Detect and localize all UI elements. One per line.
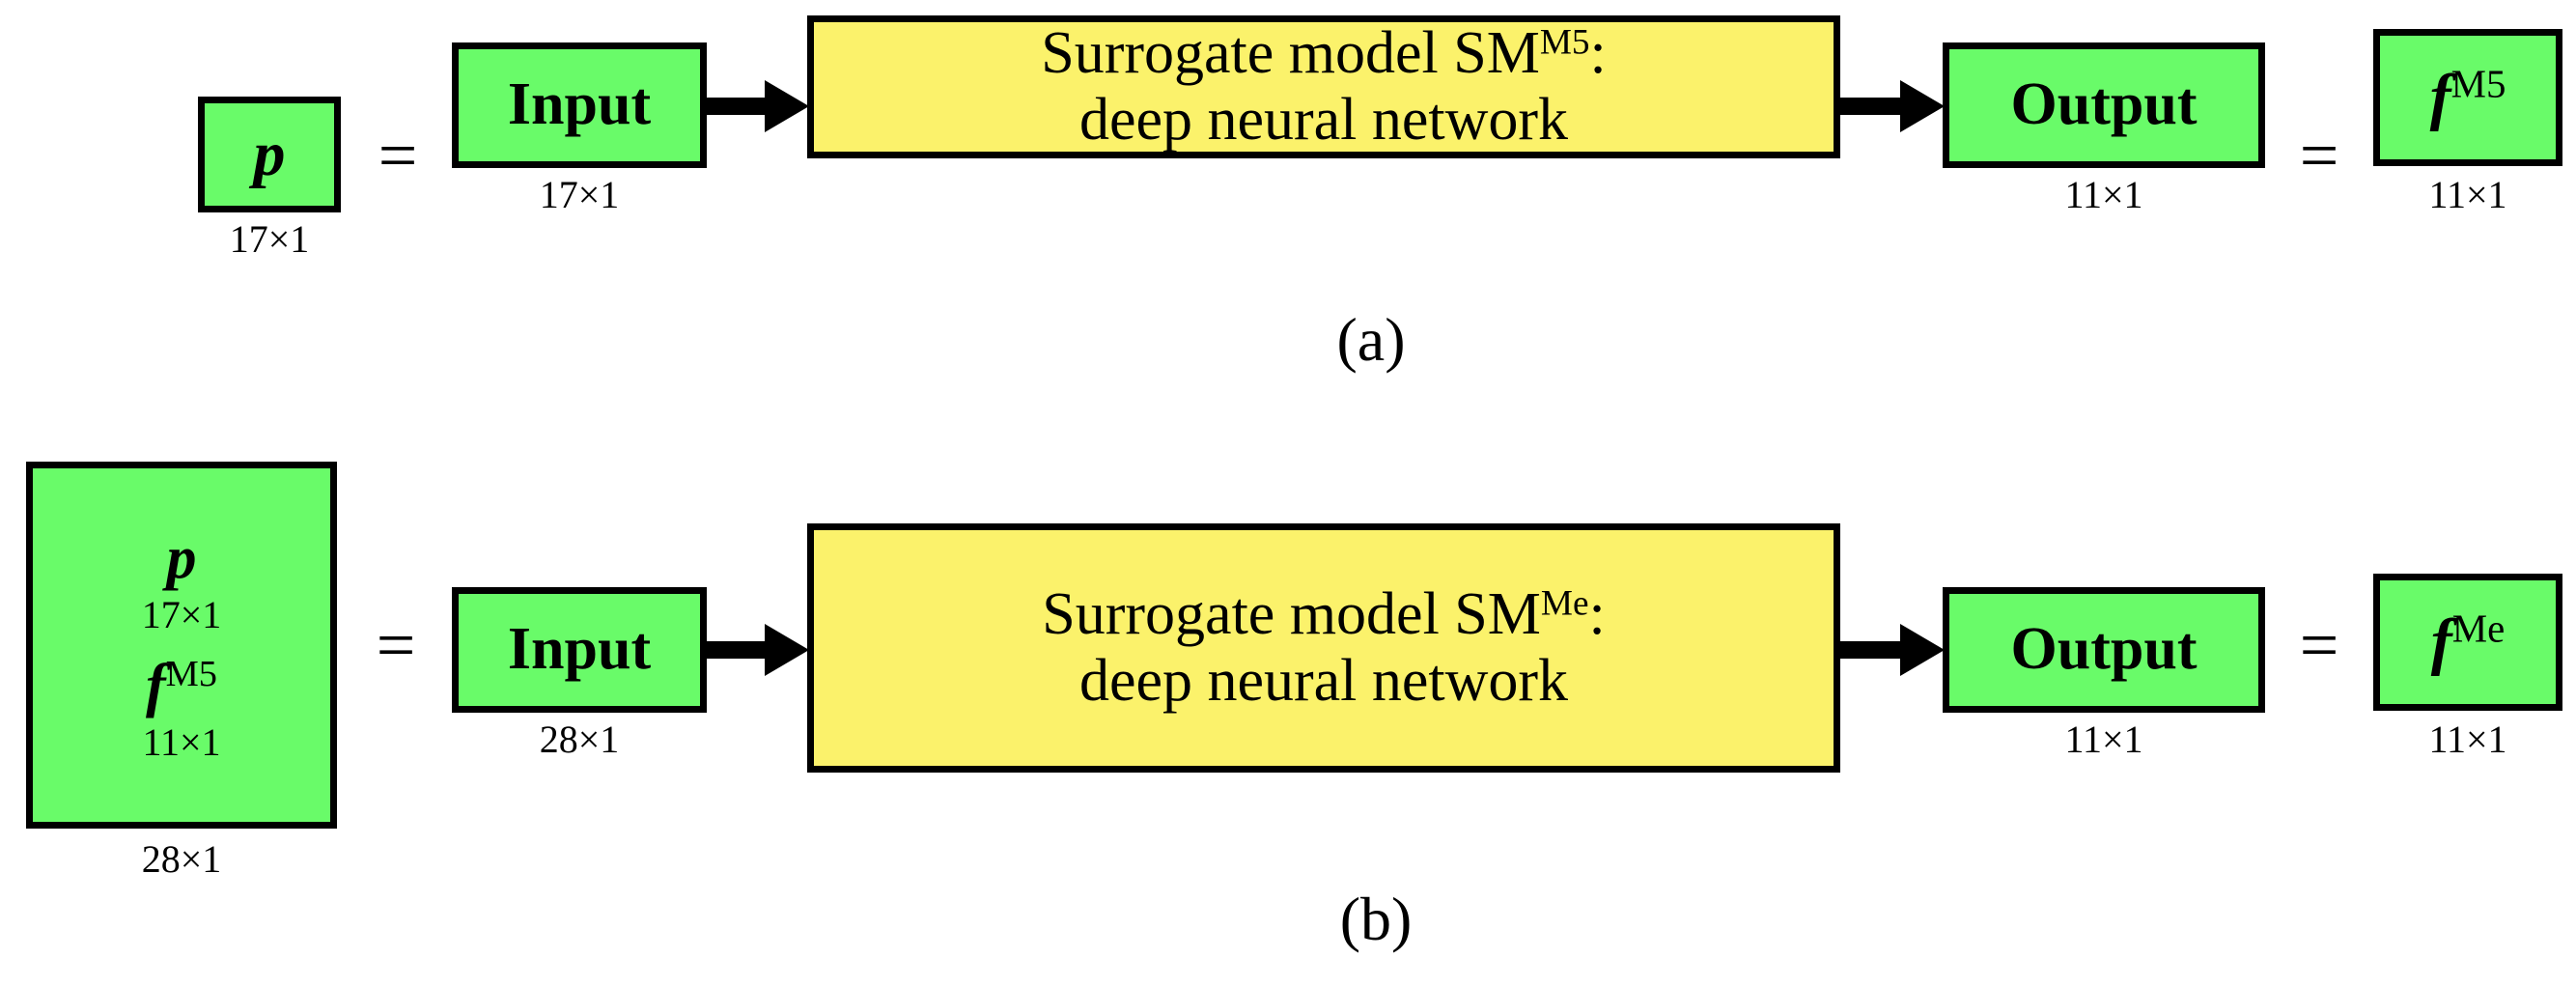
panel-a-output-label: Output: [2010, 71, 2198, 138]
panel-b-model-line1-suffix: :: [1588, 580, 1606, 647]
panel-b-result-symbol-sup: Me: [2451, 606, 2506, 651]
panel-b-input-dim: 28×1: [539, 718, 620, 761]
panel-b-model-line2: deep neural network: [1078, 648, 1569, 714]
panel-a-result-dim: 11×1: [2428, 173, 2507, 216]
panel-b-input-label: Input: [507, 616, 652, 683]
panel-b-source-row1-symbol: fM5: [146, 656, 217, 716]
panel-a-result-box: fM5: [2373, 29, 2562, 166]
panel-a-input-box: Input: [452, 42, 707, 168]
panel-b-source-row0-symbol: p: [167, 528, 197, 588]
panel-a-source-box: p: [198, 97, 341, 212]
panel-b-model-line1-prefix: Surrogate model SM: [1042, 580, 1541, 647]
panel-a-result-symbol-base: f: [2429, 62, 2451, 133]
panel-b-source-row0-base: p: [166, 525, 197, 591]
panel-a-model-box: Surrogate model SMM5: deep neural networ…: [807, 15, 1840, 158]
panel-a-model-line2: deep neural network: [1078, 87, 1569, 153]
panel-b-equals-left: =: [376, 606, 416, 684]
panel-b-result-box: fMe: [2373, 574, 2562, 711]
panel-b-equals-right: =: [2299, 606, 2339, 684]
panel-a-input-label: Input: [507, 71, 652, 138]
panel-b-output-box: Output: [1943, 587, 2265, 713]
panel-b-model-box: Surrogate model SMMe: deep neural networ…: [807, 523, 1840, 773]
panel-b-source-dim: 28×1: [141, 837, 222, 881]
panel-b-result-dim: 11×1: [2428, 718, 2507, 761]
panel-b-caption: (b): [1339, 885, 1413, 953]
panel-b-input-box: Input: [452, 587, 707, 713]
panel-a-model-line1-suffix: :: [1589, 19, 1607, 86]
panel-a-result-symbol: fM5: [2430, 62, 2506, 133]
panel-b-output-dim: 11×1: [2064, 718, 2143, 761]
panel-b-model-line1-sup: Me: [1540, 583, 1589, 624]
panel-b-model-text: Surrogate model SMMe: deep neural networ…: [1042, 581, 1605, 716]
panel-a-model-text: Surrogate model SMM5: deep neural networ…: [1041, 20, 1607, 155]
panel-b-source-row0-dim: 17×1: [141, 593, 222, 636]
panel-a-output-box: Output: [1943, 42, 2265, 168]
panel-b-source-row1-base: f: [145, 653, 166, 718]
panel-a-source-symbol: p: [253, 119, 286, 190]
panel-b-source-row1-dim: 11×1: [142, 720, 221, 764]
panel-a-result-symbol-sup: M5: [2450, 62, 2506, 106]
panel-a-model-line1: Surrogate model SMM5:: [1041, 20, 1607, 87]
panel-a-equals-left: =: [378, 117, 418, 194]
panel-a-model-line1-prefix: Surrogate model SM: [1041, 19, 1540, 86]
panel-b-result-symbol-base: f: [2430, 606, 2452, 678]
panel-a-input-dim: 17×1: [539, 173, 620, 216]
panel-a-equals-right: =: [2299, 117, 2339, 194]
panel-b-model-line1: Surrogate model SMMe:: [1042, 581, 1605, 648]
panel-a-model-line1-sup: M5: [1539, 22, 1590, 63]
panel-a-output-dim: 11×1: [2064, 173, 2143, 216]
panel-a-source-dim: 17×1: [229, 217, 310, 261]
panel-b-result-symbol: fMe: [2431, 606, 2506, 678]
panel-b-output-label: Output: [2010, 616, 2198, 683]
panel-a-caption: (a): [1336, 305, 1406, 374]
panel-b-source-row1-sup: M5: [165, 654, 218, 695]
panel-b-source-box: p 17×1 fM5 11×1: [26, 462, 337, 829]
